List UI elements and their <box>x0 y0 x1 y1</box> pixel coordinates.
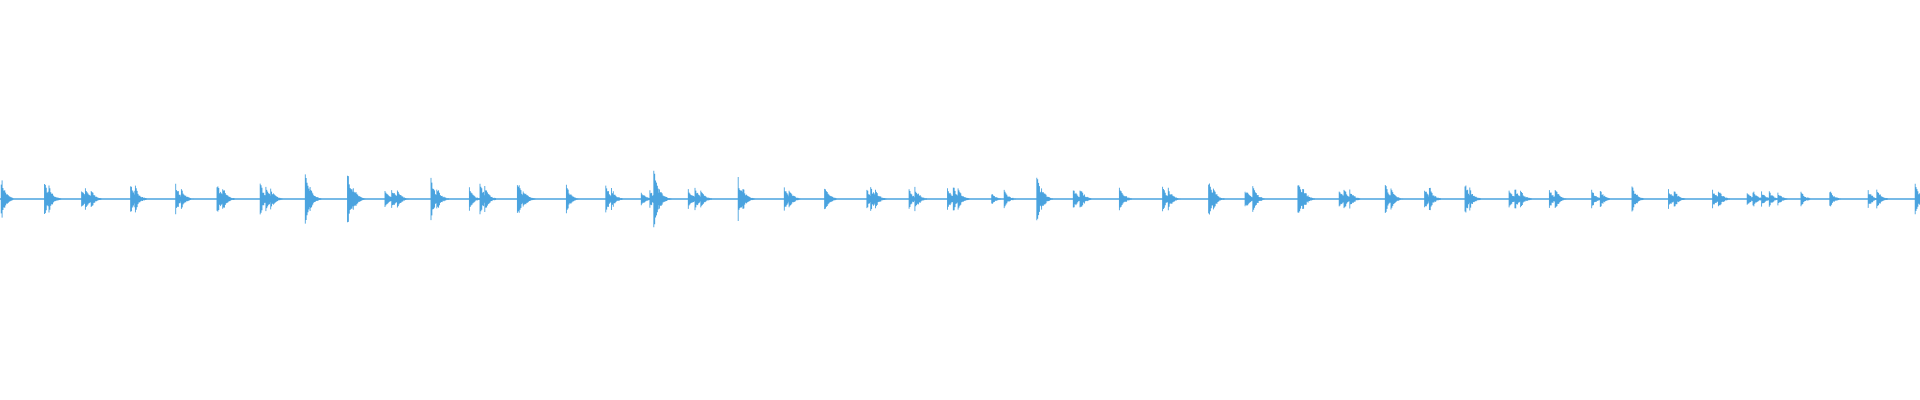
waveform-transient <box>1469 187 1482 211</box>
waveform-transient <box>1118 187 1132 211</box>
waveform-transient <box>134 185 148 213</box>
waveform-transient <box>1252 186 1265 212</box>
waveform-transient <box>436 189 449 209</box>
waveform-transient <box>1212 188 1226 210</box>
waveform-transient <box>611 188 624 210</box>
waveform-transient <box>1302 189 1315 209</box>
waveform-transient <box>1520 190 1533 208</box>
waveform-transient <box>396 190 410 208</box>
waveform-transient <box>1599 191 1613 207</box>
waveform-transient <box>1003 189 1017 209</box>
waveform-transient <box>309 187 323 211</box>
waveform-transient <box>90 191 104 207</box>
waveform-transient <box>1829 191 1842 207</box>
waveform-transient <box>1717 191 1731 207</box>
waveform-transient <box>991 194 1004 204</box>
waveform-transient <box>957 188 971 210</box>
waveform-transient <box>875 189 888 209</box>
waveform-transient <box>1914 183 1920 215</box>
waveform-transient <box>1631 186 1645 212</box>
waveform-transient <box>1777 192 1791 206</box>
waveform-transient <box>700 190 713 208</box>
waveform-transient <box>742 189 756 209</box>
waveform-transient <box>522 191 536 207</box>
waveform-transient <box>914 186 928 212</box>
waveform-transient <box>48 185 62 213</box>
waveform-transient <box>1673 191 1687 207</box>
waveform-transient <box>180 189 194 209</box>
waveform-transient <box>824 188 837 210</box>
waveform-transient <box>1554 190 1568 208</box>
waveform-transient <box>1800 191 1814 207</box>
waveform-transient <box>1041 188 1054 210</box>
waveform-transient <box>352 188 366 210</box>
waveform-transients <box>0 170 1920 228</box>
waveform-transient <box>1428 187 1442 211</box>
waveform-transient <box>1876 189 1889 209</box>
waveform-transient <box>1079 190 1093 208</box>
waveform-transient <box>468 187 482 211</box>
waveform-transient <box>222 189 235 209</box>
waveform-transient <box>0 180 14 218</box>
waveform-transient <box>270 188 283 210</box>
waveform-transient <box>484 186 497 212</box>
waveform-transient <box>1167 187 1181 211</box>
waveform-transient <box>659 189 672 209</box>
waveform-transient <box>565 184 579 214</box>
waveform-transient <box>1349 189 1362 209</box>
waveform-transient <box>788 190 802 208</box>
waveform-transient <box>1390 188 1404 210</box>
